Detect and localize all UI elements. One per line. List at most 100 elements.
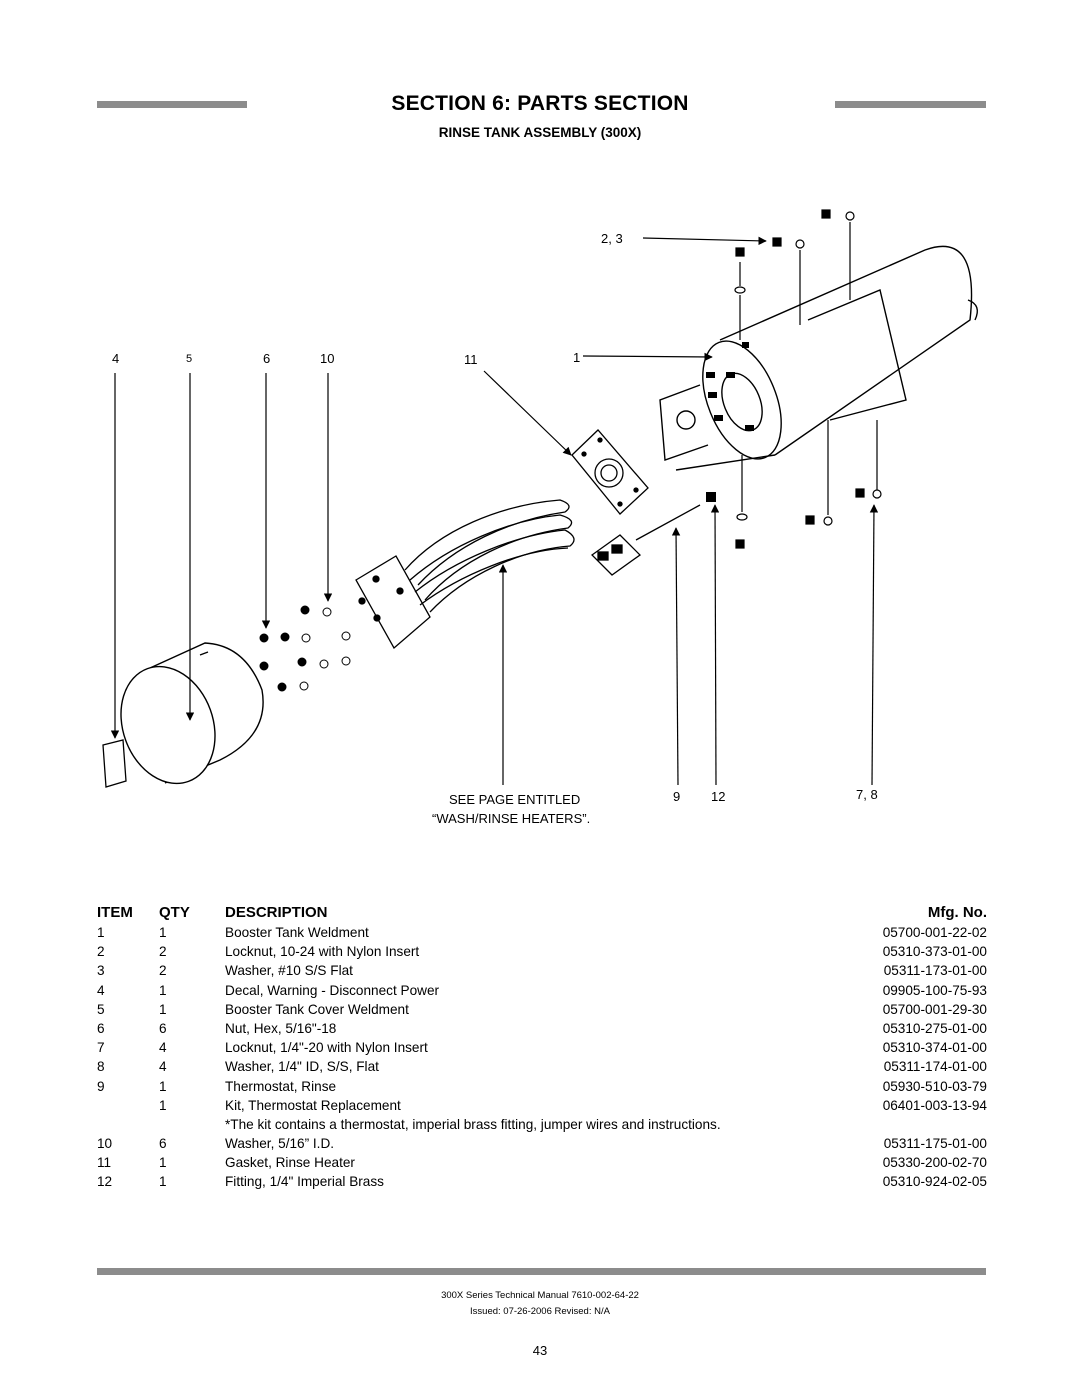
table-row: 6 6 Nut, Hex, 5/16"-18 05310-275-01-00: [97, 1020, 987, 1039]
kit-note-row: *The kit contains a thermostat, imperial…: [97, 1116, 987, 1135]
row-qty: 2: [159, 963, 167, 979]
footer-rule: [97, 1268, 986, 1275]
callout-10: 10: [320, 351, 334, 366]
kit-note: *The kit contains a thermostat, imperial…: [225, 1116, 721, 1132]
assembly-subtitle: RINSE TANK ASSEMBLY (300X): [438, 125, 642, 140]
row-mfg-no: 05311-175-01-00: [883, 1136, 987, 1152]
row-description: Washer, 1/4" ID, S/S, Flat: [225, 1059, 379, 1075]
header-rule-right: [835, 101, 986, 108]
table-row: 12 1 Fitting, 1/4" Imperial Brass 05310-924…: [97, 1173, 987, 1192]
row-mfg-no: 05700-001-22-02: [882, 925, 987, 940]
callout-6: 6: [263, 351, 270, 366]
table-row: 1 Kit, Thermostat Replacement 06401-003-13…: [97, 1097, 987, 1116]
callout-4: 4: [112, 351, 119, 366]
callout-2-3: 2, 3: [601, 231, 623, 246]
row-qty: 1: [159, 1097, 167, 1113]
booster-tank-cover-weldment: [120, 642, 264, 785]
row-description: Washer, 5/16” I.D.: [225, 1136, 335, 1152]
row-item: 10: [97, 1136, 113, 1152]
row-qty: 4: [159, 1059, 167, 1075]
table-row: 5 1 Booster Tank Cover Weldment 05700-001-2…: [97, 1001, 987, 1020]
row-mfg-no: 05930-510-03-79: [882, 1078, 987, 1094]
row-item: 4: [97, 982, 105, 998]
heater-note-line2: “WASH/RINSE HEATERS”.: [432, 811, 590, 826]
row-mfg-no: 05310-373-01-00: [882, 944, 987, 960]
nuts-and-washers: [259, 605, 351, 692]
row-mfg-no: 05330-200-02-70: [882, 1155, 987, 1171]
header-rule-left: [97, 101, 247, 108]
callout-1: 1: [573, 350, 580, 365]
row-description: Booster Tank Cover Weldment: [225, 1001, 409, 1017]
row-description: Booster Tank Weldment: [225, 925, 369, 940]
table-row: 3 2 Washer, #10 S/S Flat 05311-173-01-00: [97, 962, 987, 981]
table-row: 4 1 Decal, Warning - Disconnect Power 09905…: [97, 982, 987, 1001]
leader-lines: [110, 236, 879, 786]
row-mfg-no: 06401-003-13-94: [882, 1097, 987, 1113]
table-row: 2 2 Locknut, 10-24 with Nylon Insert 05310-…: [97, 943, 987, 962]
rinse-thermostat: [590, 504, 701, 576]
row-qty: 1: [159, 1155, 167, 1171]
row-item: 5: [97, 1001, 105, 1017]
row-item: 2: [97, 944, 105, 960]
row-mfg-no: 05700-001-29-30: [882, 1001, 987, 1017]
row-description: Thermostat, Rinse: [225, 1078, 337, 1094]
header-mfg-no: Mfg. No.: [927, 904, 987, 921]
warning-decal: [102, 739, 127, 788]
row-qty: 1: [159, 982, 167, 998]
row-item: 8: [97, 1059, 105, 1075]
row-description: Locknut, 10-24 with Nylon Insert: [225, 944, 420, 960]
table-row: 9 1 Thermostat, Rinse 05930-510-03-79: [97, 1078, 987, 1097]
booster-tank-weldment: [659, 245, 978, 471]
callout-9: 9: [673, 789, 680, 804]
heater-note-line1: SEE PAGE ENTITLED: [449, 792, 580, 807]
callout-7-8: 7, 8: [856, 787, 878, 802]
row-mfg-no: 05311-173-01-00: [883, 963, 987, 979]
tank-studs: [706, 342, 754, 431]
row-description: Kit, Thermostat Replacement: [225, 1097, 401, 1113]
row-description: Gasket, Rinse Heater: [225, 1155, 355, 1171]
row-mfg-no: 09905-100-75-93: [882, 982, 987, 998]
issue-info: Issued: 07-26-2006 Revised: N/A: [470, 1306, 610, 1317]
header-qty: QTY: [159, 904, 190, 921]
row-qty: 1: [159, 1174, 167, 1190]
row-qty: 2: [159, 944, 167, 960]
row-description: Fitting, 1/4" Imperial Brass: [225, 1174, 384, 1190]
row-qty: 1: [159, 1078, 167, 1094]
row-qty: 1: [159, 1001, 167, 1017]
row-item: 7: [97, 1040, 105, 1056]
table-row: 8 4 Washer, 1/4" ID, S/S, Flat 05311-174-01…: [97, 1058, 987, 1077]
heater-element-assembly: [355, 499, 575, 650]
row-qty: 6: [159, 1020, 167, 1036]
row-item: 9: [97, 1078, 105, 1094]
rinse-tank-exploded-diagram: 2, 3 4 5 6 10 11 1 9 12 7, 8 SEE PAGE EN…: [102, 209, 978, 826]
row-mfg-no: 05310-275-01-00: [882, 1020, 987, 1036]
page-number: 43: [532, 1343, 548, 1358]
imperial-brass-fitting: [706, 492, 716, 502]
manual-title: 300X Series Technical Manual 7610-002-64…: [441, 1290, 639, 1301]
section-title: SECTION 6: PARTS SECTION: [391, 92, 689, 115]
row-description: Nut, Hex, 5/16"-18: [225, 1020, 337, 1036]
header-description: DESCRIPTION: [225, 904, 328, 921]
header-item: ITEM: [97, 904, 133, 921]
row-item: 12: [97, 1174, 113, 1190]
table-header: ITEM QTY DESCRIPTION Mfg. No.: [97, 902, 987, 924]
row-item: 11: [97, 1155, 112, 1171]
callout-11: 11: [464, 352, 478, 367]
row-description: Washer, #10 S/S Flat: [225, 963, 353, 979]
row-item: 6: [97, 1020, 105, 1036]
row-qty: 4: [159, 1040, 167, 1056]
side-hardware: [735, 420, 882, 549]
footer: 300X Series Technical Manual 7610-002-64…: [0, 1288, 1080, 1320]
rinse-heater-gasket: [571, 429, 649, 515]
row-mfg-no: 05311-174-01-00: [883, 1059, 987, 1075]
row-description: Locknut, 1/4"-20 with Nylon Insert: [225, 1040, 428, 1056]
table-row: 10 6 Washer, 5/16” I.D. 05311-175-01-00: [97, 1135, 987, 1154]
row-qty: 6: [159, 1136, 167, 1152]
row-description: Decal, Warning - Disconnect Power: [225, 982, 440, 998]
row-item: 3: [97, 963, 105, 979]
row-mfg-no: 05310-924-02-05: [882, 1174, 987, 1190]
